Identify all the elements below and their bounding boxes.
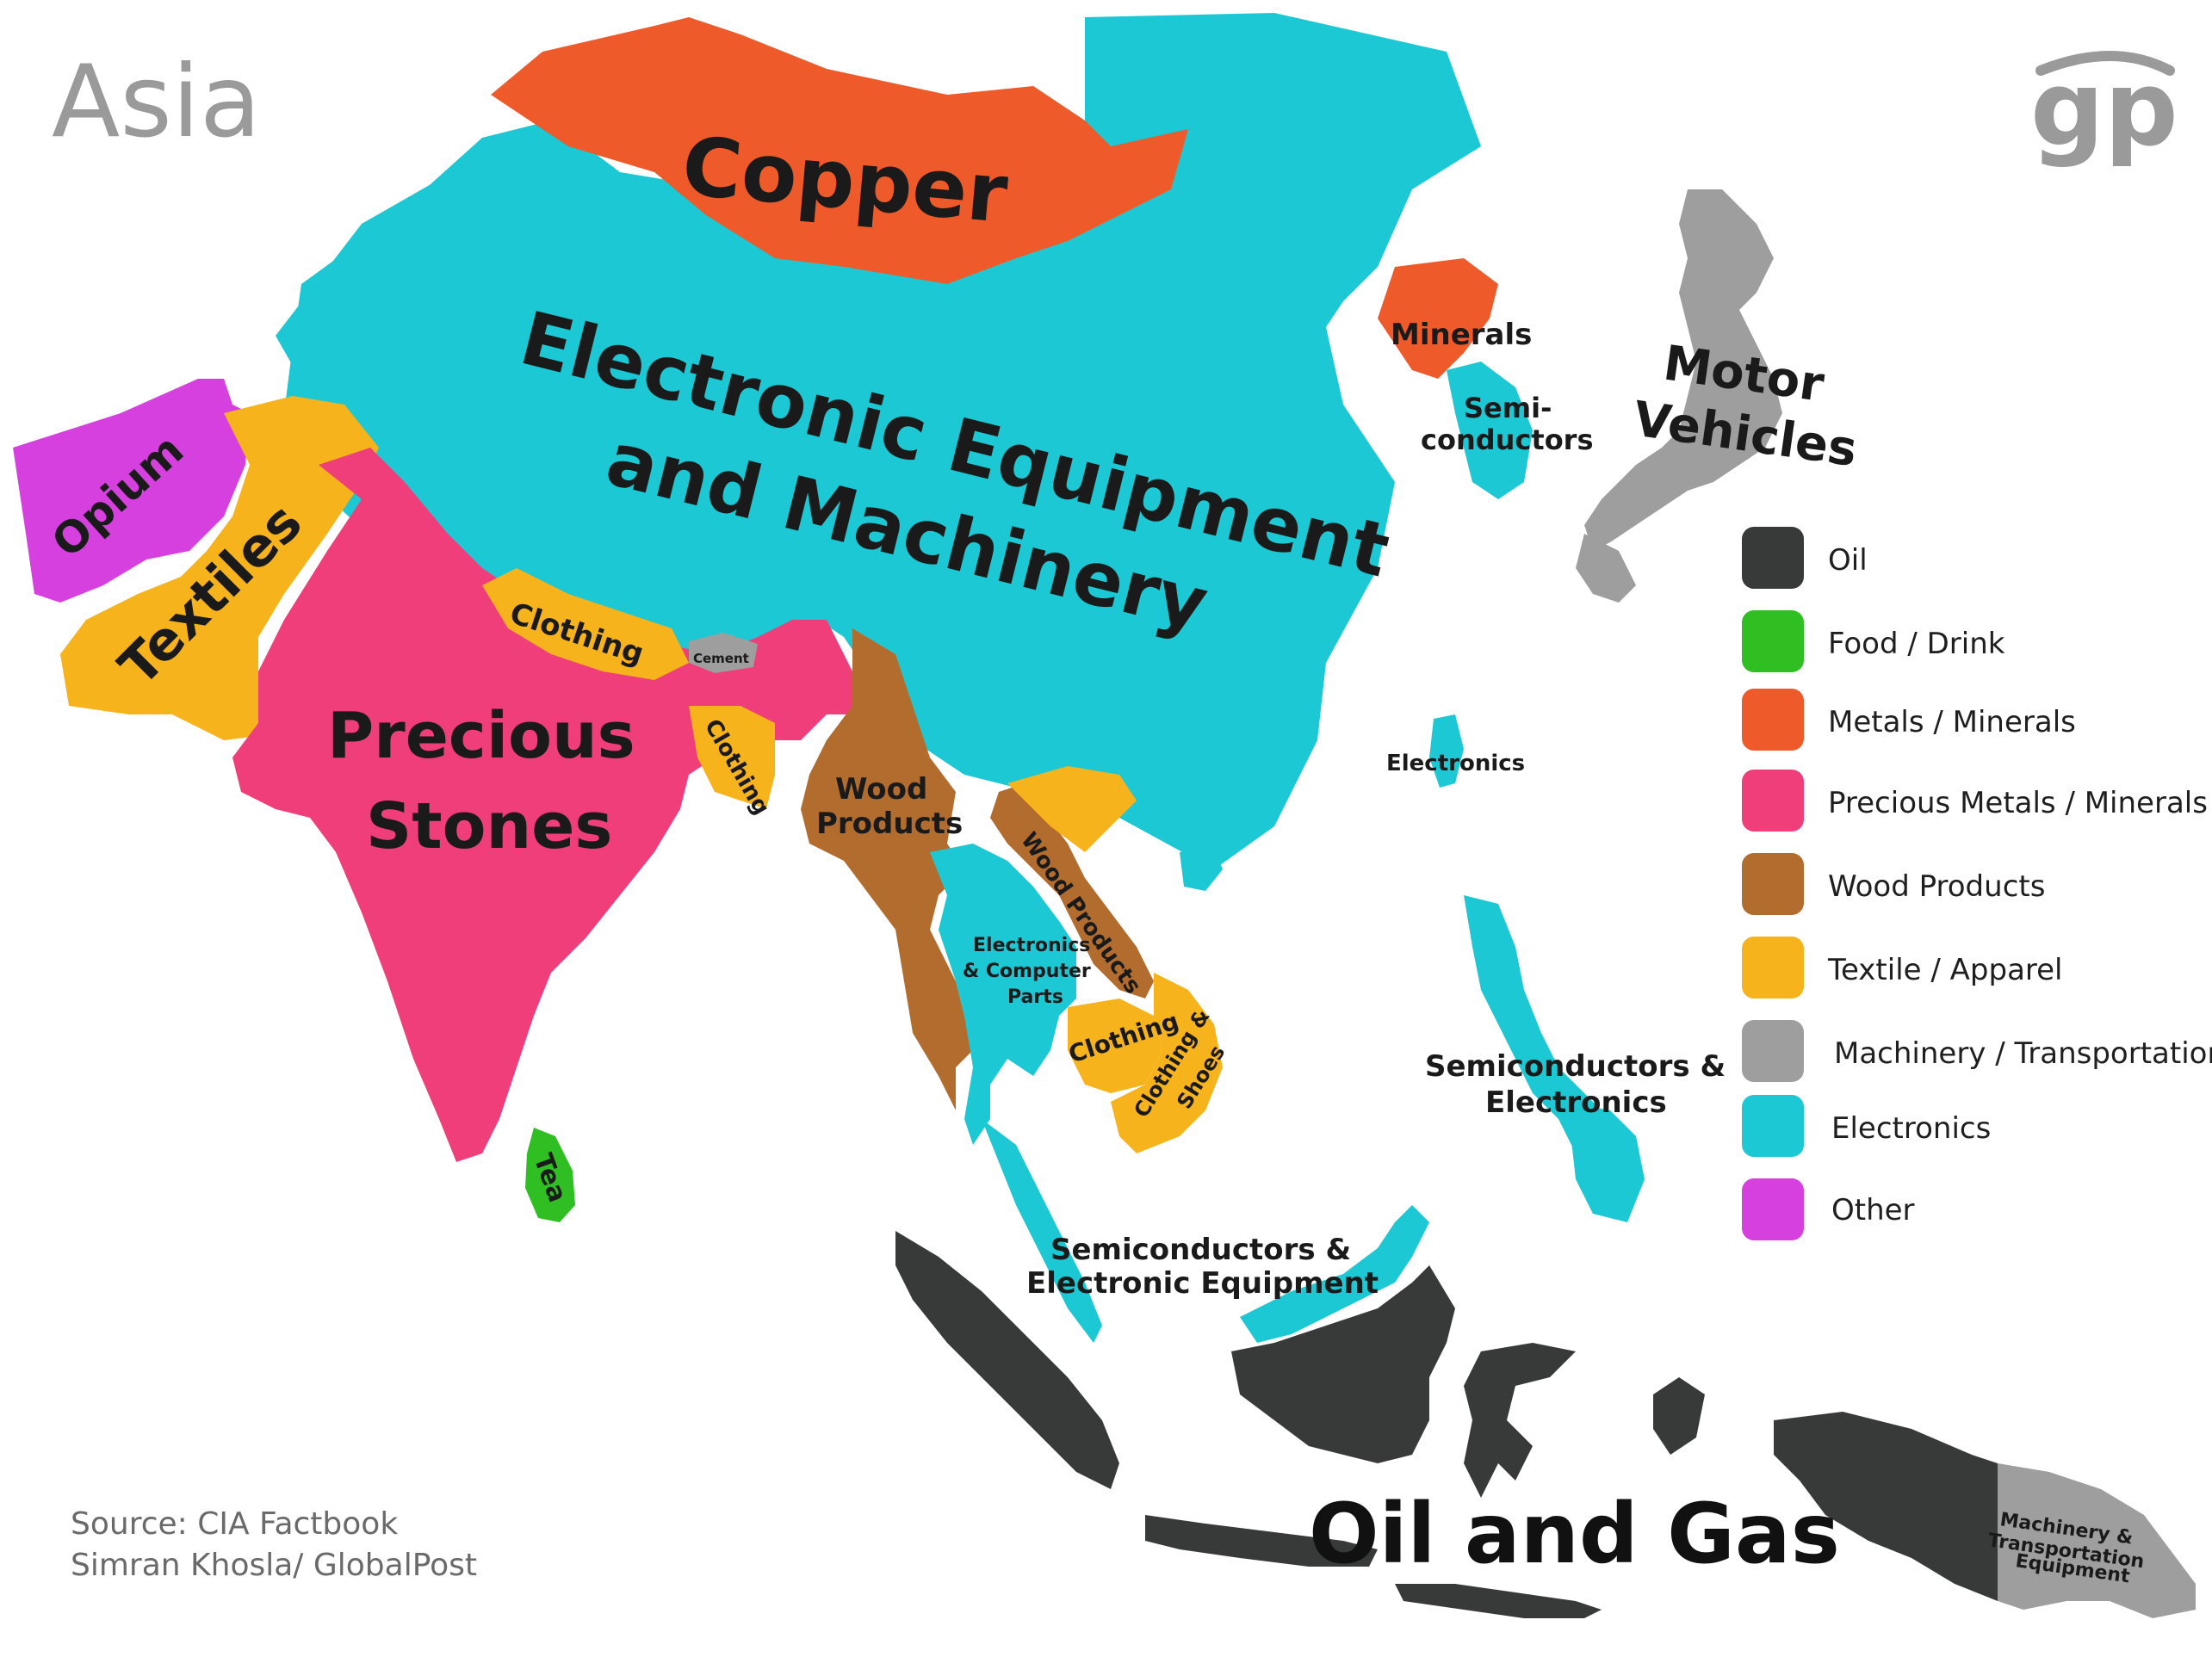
region-japan-south: [1576, 534, 1636, 603]
legend-swatch: [1742, 689, 1804, 751]
region-mongolia: [491, 17, 1188, 284]
region-india: [232, 448, 861, 1162]
legend-swatch: [1742, 1095, 1804, 1157]
label-malaysia-line1: Semiconductors &: [1050, 1233, 1351, 1267]
label-cement: Cement: [693, 651, 749, 666]
legend-item-oil: Oil: [1742, 527, 1868, 589]
legend-swatch: [1742, 610, 1804, 672]
legend-item-other: Other: [1742, 1178, 1915, 1240]
legend-item-textile: Textile / Apparel: [1742, 937, 2063, 999]
legend-swatch: [1742, 1020, 1804, 1082]
legend-item-food: Food / Drink: [1742, 610, 2005, 672]
legend-item-precious: Precious Metals / Minerals: [1742, 770, 2208, 832]
region-borneo: [1231, 1265, 1455, 1463]
region-laos: [990, 783, 1154, 999]
legend-label: Food / Drink: [1828, 627, 2005, 661]
region-china: [284, 13, 1481, 869]
region-java: [1145, 1515, 1378, 1567]
region-thailand: [930, 844, 1076, 1145]
region-bangladesh: [689, 706, 775, 809]
region-lesser-sunda: [1395, 1584, 1602, 1618]
legend-item-metals: Metals / Minerals: [1742, 689, 2076, 751]
region-bhutan: [689, 633, 758, 673]
legend: Oil Food / Drink Metals / Minerals Preci…: [1742, 527, 2212, 1240]
region-malay-peninsula: [982, 1119, 1102, 1343]
map-title: Asia: [52, 44, 261, 160]
label-philippines-line2: Electronics: [1485, 1085, 1667, 1120]
label-precious-line2: Stones: [366, 789, 612, 863]
region-vietnam-south: [1111, 973, 1223, 1153]
region-vietnam-north: [1007, 766, 1137, 852]
source-line-1: Source: CIA Factbook: [71, 1506, 398, 1542]
legend-label: Oil: [1828, 543, 1868, 578]
region-south-korea: [1447, 362, 1533, 499]
legend-label: Other: [1831, 1193, 1915, 1227]
label-taiwan: Electronics: [1386, 751, 1525, 776]
region-nepal: [482, 568, 689, 680]
region-afghanistan: [13, 379, 250, 603]
region-maluku: [1653, 1377, 1705, 1455]
source-line-2: Simran Khosla/ GlobalPost: [71, 1548, 477, 1583]
region-central-asia: [276, 146, 603, 396]
region-pakistan: [60, 396, 379, 740]
region-north-korea: [1378, 258, 1498, 379]
region-myanmar: [801, 628, 973, 1110]
label-precious-line1: Precious: [327, 699, 635, 773]
legend-swatch: [1742, 527, 1804, 589]
legend-swatch: [1742, 770, 1804, 832]
legend-item-machinery: Machinery / Transportation: [1742, 1020, 2212, 1082]
region-west-papua: [1774, 1412, 1998, 1601]
legend-item-electronics: Electronics: [1742, 1095, 1991, 1157]
legend-label: Wood Products: [1828, 869, 2045, 904]
legend-item-wood: Wood Products: [1742, 853, 2045, 915]
legend-label: Precious Metals / Minerals: [1828, 786, 2208, 820]
label-thailand-line3: Parts: [1007, 986, 1063, 1008]
label-thailand-line1: Electronics: [973, 935, 1090, 956]
region-philippines-south: [1567, 1102, 1645, 1222]
label-malaysia-line2: Electronic Equipment: [1026, 1266, 1379, 1301]
region-taiwan: [1429, 714, 1464, 788]
label-wood-line2: Products: [816, 807, 963, 841]
label-philippines-line1: Semiconductors &: [1425, 1049, 1726, 1084]
region-japan: [1584, 189, 1782, 551]
label-oil-and-gas: Oil and Gas: [1309, 1486, 1840, 1582]
legend-swatch: [1742, 853, 1804, 915]
label-thailand-line2: & Computer: [963, 961, 1091, 982]
legend-label: Electronics: [1831, 1111, 1991, 1146]
region-sri-lanka: [525, 1128, 575, 1222]
label-minerals: Minerals: [1391, 318, 1532, 352]
globalpost-logo: gp: [2030, 50, 2178, 170]
label-wood-line1: Wood: [835, 772, 927, 807]
region-sulawesi: [1464, 1343, 1576, 1498]
logo-text: gp: [2030, 50, 2178, 170]
legend-swatch: [1742, 937, 1804, 999]
label-semi-line1: Semi-: [1464, 392, 1552, 424]
region-north-borneo: [1240, 1205, 1429, 1343]
region-png: [1998, 1463, 2196, 1618]
legend-label: Metals / Minerals: [1828, 705, 2076, 739]
legend-label: Machinery / Transportation: [1834, 1036, 2212, 1071]
legend-label: Textile / Apparel: [1827, 953, 2063, 987]
region-cambodia: [1068, 999, 1162, 1093]
legend-swatch: [1742, 1178, 1804, 1240]
label-semi-line2: conductors: [1421, 424, 1594, 456]
region-sumatra: [895, 1231, 1119, 1489]
region-hainan: [1180, 848, 1223, 891]
